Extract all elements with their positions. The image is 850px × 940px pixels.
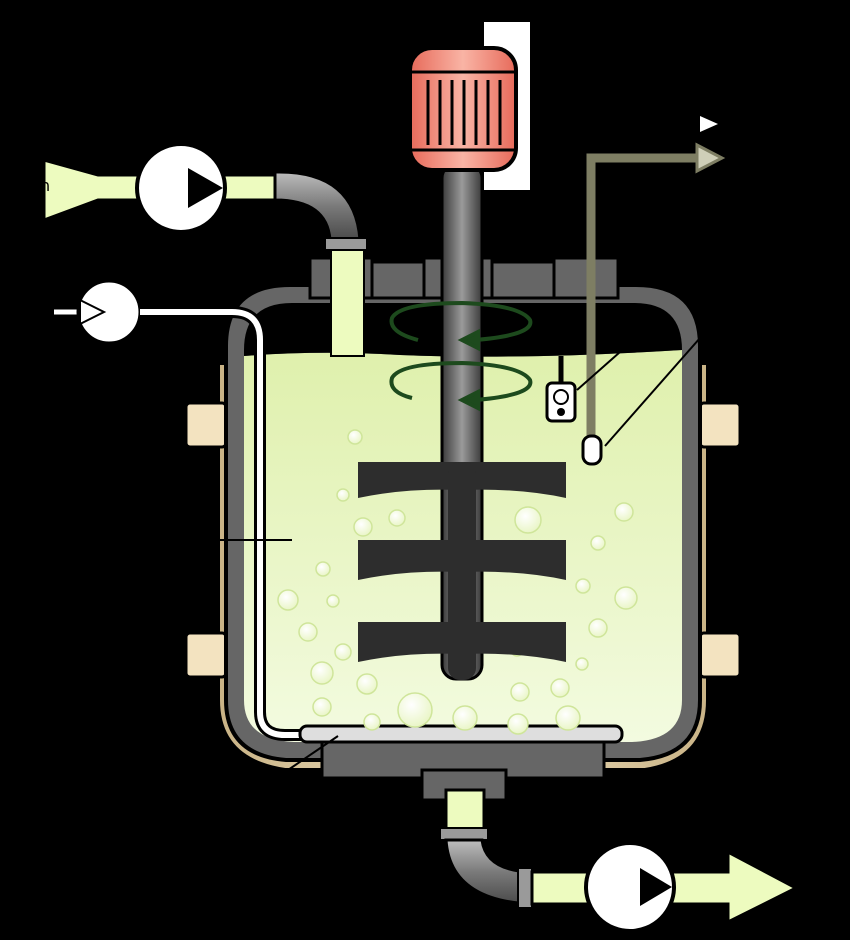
bubble — [575, 578, 591, 594]
bubble — [452, 705, 478, 731]
bubble — [550, 678, 570, 698]
bubble — [334, 643, 352, 661]
bubble — [363, 713, 381, 731]
motor — [408, 22, 530, 190]
harvest-outlet — [439, 788, 800, 933]
gas-out-marker — [700, 116, 718, 132]
air-inlet — [54, 279, 310, 741]
bubble — [510, 682, 530, 702]
bubble — [590, 535, 606, 551]
bubble — [315, 561, 331, 577]
bubble — [555, 705, 581, 731]
bubble — [347, 429, 363, 445]
bottom-flange — [320, 740, 606, 802]
feed-inlet — [42, 142, 368, 357]
jacket-tab-upper-right — [698, 401, 742, 449]
bubble — [356, 673, 378, 695]
bubble — [277, 589, 299, 611]
feed-pump — [135, 142, 227, 234]
bubble — [614, 502, 634, 522]
bubble — [388, 509, 406, 527]
bubble — [310, 661, 334, 685]
bubble — [614, 586, 638, 610]
harvest-pump — [584, 841, 676, 933]
bubble — [397, 692, 433, 728]
bubble — [326, 594, 340, 608]
bubble — [312, 697, 332, 717]
sensor — [545, 351, 621, 423]
jacket-tab-lower-right — [698, 631, 742, 679]
air-pump — [76, 279, 142, 345]
bubble — [298, 622, 318, 642]
bubble — [336, 488, 350, 502]
bubble — [575, 657, 589, 671]
bubble — [353, 517, 373, 537]
bubble — [588, 618, 608, 638]
jacket-tab-upper-left — [184, 401, 228, 449]
agitator — [358, 162, 566, 681]
leader-lines — [218, 539, 339, 771]
bubble — [507, 713, 529, 735]
probe — [581, 337, 701, 466]
jacket-tab-lower-left — [184, 631, 228, 679]
bubble — [514, 506, 542, 534]
exhaust-gas-line — [586, 116, 726, 440]
rotation-arrows — [389, 300, 533, 412]
inlet-label-partial: n — [40, 176, 51, 195]
